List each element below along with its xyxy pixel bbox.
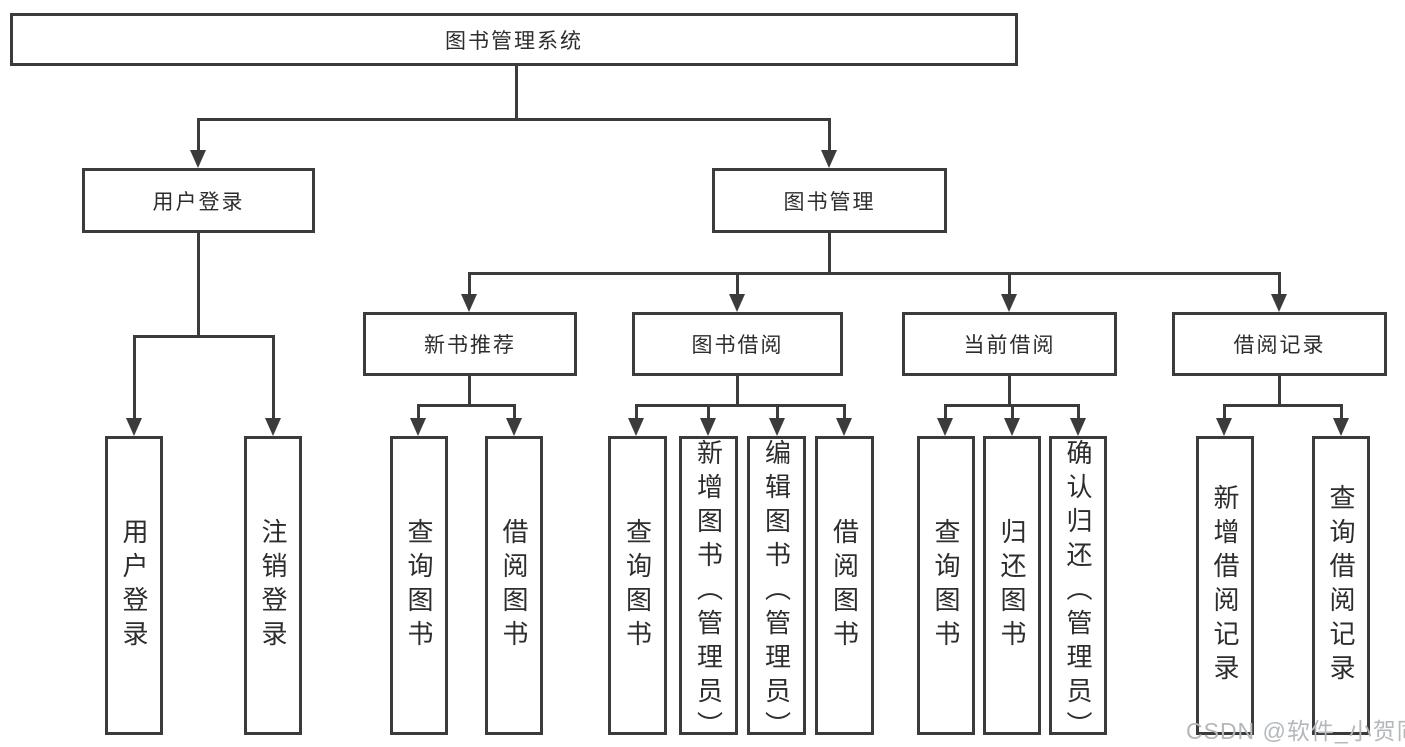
leaf-user-login: 用户登录	[105, 436, 163, 735]
connector-line	[843, 404, 846, 420]
connector-line	[1223, 404, 1343, 407]
arrow-down-icon	[821, 150, 837, 168]
leaf-label: 借阅图书	[829, 517, 860, 654]
leaf-query-books-recommend: 查询图书	[390, 436, 448, 735]
leaf-label: 编辑图书（管理员）	[761, 439, 792, 745]
arrow-down-icon	[769, 418, 785, 436]
connector-line	[635, 404, 846, 407]
connector-line	[272, 335, 275, 419]
connector-line	[417, 404, 420, 420]
arrow-down-icon	[628, 418, 644, 436]
connector-line	[417, 404, 516, 407]
leaf-borrow-books-recommend: 借阅图书	[485, 436, 543, 735]
leaf-add-book-admin: 新增图书（管理员）	[679, 436, 738, 745]
leaf-return-books: 归还图书	[983, 436, 1041, 735]
leaf-label: 借阅图书	[499, 517, 529, 654]
node-current-borrow: 当前借阅	[902, 312, 1117, 376]
arrow-down-icon	[700, 418, 716, 436]
node-new-book-recommend: 新书推荐	[363, 312, 577, 376]
connector-line	[828, 233, 831, 272]
connector-line	[468, 376, 471, 404]
connector-line	[515, 66, 518, 118]
connector-line	[1340, 404, 1343, 420]
connector-line	[776, 404, 779, 420]
connector-line	[707, 404, 710, 420]
connector-line	[197, 118, 200, 152]
arrow-down-icon	[1333, 418, 1349, 436]
leaf-query-books-borrow: 查询图书	[608, 436, 667, 735]
arrow-down-icon	[190, 150, 206, 168]
connector-line	[828, 118, 831, 152]
leaf-logout: 注销登录	[244, 436, 302, 735]
connector-line	[1011, 404, 1014, 420]
arrow-down-icon	[937, 418, 953, 436]
connector-line	[1278, 272, 1281, 296]
leaf-label: 查询图书	[404, 517, 434, 654]
leaf-query-books-current: 查询图书	[917, 436, 975, 735]
leaf-label: 确认归还（管理员）	[1063, 439, 1093, 745]
arrow-down-icon	[265, 418, 281, 436]
connector-line	[133, 335, 136, 419]
watermark: CSDN @软件_小贺同学	[1186, 718, 1405, 744]
leaf-label: 注销登录	[258, 517, 288, 654]
connector-line	[944, 404, 947, 420]
connector-line	[468, 272, 471, 296]
connector-line	[468, 272, 1281, 275]
arrow-down-icon	[126, 418, 142, 436]
connector-line	[736, 272, 739, 296]
arrow-down-icon	[1216, 418, 1232, 436]
leaf-query-borrow-record: 查询借阅记录	[1312, 436, 1370, 735]
leaf-label: 新增图书（管理员）	[693, 439, 724, 745]
leaf-label: 用户登录	[119, 517, 149, 654]
connector-line	[197, 233, 200, 335]
leaf-label: 查询图书	[622, 517, 653, 654]
leaf-add-borrow-record: 新增借阅记录	[1196, 436, 1254, 735]
leaf-edit-book-admin: 编辑图书（管理员）	[747, 436, 806, 745]
connector-line	[1223, 404, 1226, 420]
connector-line	[1278, 376, 1281, 404]
connector-line	[1008, 376, 1011, 404]
leaf-borrow-books: 借阅图书	[815, 436, 874, 735]
arrow-down-icon	[461, 294, 477, 312]
arrow-down-icon	[1070, 418, 1086, 436]
node-book-borrow: 图书借阅	[632, 312, 843, 376]
arrow-down-icon	[1271, 294, 1287, 312]
node-book-management: 图书管理	[712, 168, 947, 233]
arrow-down-icon	[729, 294, 745, 312]
leaf-label: 查询借阅记录	[1326, 483, 1356, 688]
leaf-label: 查询图书	[931, 517, 961, 654]
leaf-label: 新增借阅记录	[1210, 483, 1240, 688]
leaf-label: 归还图书	[997, 517, 1027, 654]
node-library-management-system: 图书管理系统	[10, 13, 1018, 66]
node-borrow-records: 借阅记录	[1172, 312, 1387, 376]
arrow-down-icon	[506, 418, 522, 436]
connector-line	[197, 118, 831, 121]
connector-line	[1008, 272, 1011, 296]
arrow-down-icon	[1001, 294, 1017, 312]
connector-line	[1077, 404, 1080, 420]
connector-line	[635, 404, 638, 420]
connector-line	[736, 376, 739, 404]
connector-line	[513, 404, 516, 420]
arrow-down-icon	[410, 418, 426, 436]
arrow-down-icon	[836, 418, 852, 436]
node-user-login: 用户登录	[82, 168, 315, 233]
leaf-confirm-return-admin: 确认归还（管理员）	[1049, 436, 1107, 745]
connector-line	[133, 335, 275, 338]
arrow-down-icon	[1004, 418, 1020, 436]
